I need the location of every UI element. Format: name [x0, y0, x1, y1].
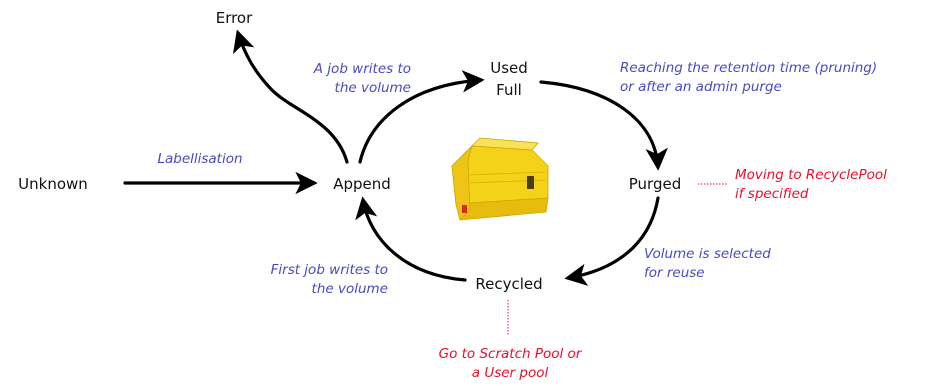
state-unknown: Unknown [18, 175, 88, 193]
arrow-full-to-purged [539, 80, 668, 171]
label-job-writes-line2: the volume [335, 80, 411, 96]
label-retention-line2: or after an admin purge [620, 79, 782, 95]
arrow-recycled-to-append [355, 196, 467, 282]
state-full: Full [496, 81, 522, 99]
note-recycle-pool-line2: if specified [735, 186, 809, 202]
label-job-writes-line1: A job writes to [313, 61, 411, 77]
state-error: Error [216, 9, 253, 27]
label-first-job-line1: First job writes to [271, 262, 388, 278]
note-recycle-pool-line1: Moving to RecyclePool [735, 167, 887, 183]
state-used: Used [490, 59, 528, 77]
arrow-append-to-error [232, 29, 349, 164]
lto-tape-cartridge-icon [451, 137, 549, 221]
arrow-append-to-used [358, 70, 485, 164]
label-first-job-line2: the volume [312, 281, 388, 297]
note-scratch-pool-line2: a User pool [472, 365, 549, 381]
label-labellisation: Labellisation [157, 151, 242, 167]
state-append: Append [333, 175, 391, 193]
note-scratch-pool-line1: Go to Scratch Pool or [439, 346, 583, 362]
label-selected-line1: Volume is selected [644, 246, 771, 262]
label-selected-line2: for reuse [644, 265, 705, 281]
state-recycled: Recycled [475, 275, 542, 293]
state-purged: Purged [629, 175, 681, 193]
arrow-purged-to-recycled [564, 196, 660, 286]
label-retention-line1: Reaching the retention time (pruning) [620, 60, 877, 76]
